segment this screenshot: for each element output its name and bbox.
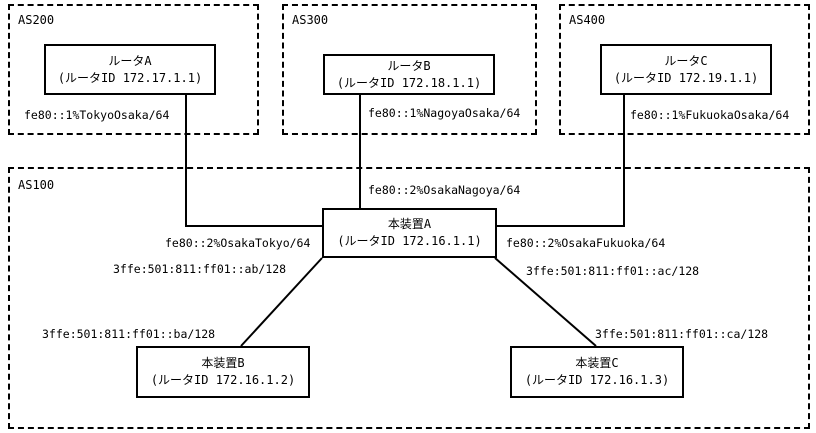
device-a-to-b-address: 3ffe:501:811:ff01::ab/128: [113, 262, 287, 276]
device-c-to-a-address: 3ffe:501:811:ff01::ca/128: [595, 327, 769, 341]
device-b-box: 本装置B (ルータID 172.16.1.2): [136, 346, 310, 398]
as200-label: AS200: [18, 13, 55, 27]
device-c-name: 本装置C: [575, 356, 619, 370]
as300-label: AS300: [292, 13, 329, 27]
as100-label: AS100: [18, 178, 55, 192]
device-a-nagoya-address: fe80::2%OsakaNagoya/64: [368, 183, 521, 197]
device-a-box: 本装置A (ルータID 172.16.1.1): [322, 208, 497, 258]
router-a-link-address: fe80::1%TokyoOsaka/64: [24, 108, 170, 122]
device-c-box: 本装置C (ルータID 172.16.1.3): [510, 346, 684, 398]
device-b-to-a-address: 3ffe:501:811:ff01::ba/128: [42, 327, 216, 341]
as400-label: AS400: [569, 13, 606, 27]
as400-area: [559, 4, 810, 135]
device-b-name: 本装置B: [201, 356, 245, 370]
router-a-id: (ルータID 172.17.1.1): [57, 70, 203, 85]
device-a-name: 本装置A: [387, 217, 432, 231]
device-a-id: (ルータID 172.16.1.1): [337, 234, 482, 248]
device-b-id: (ルータID 172.16.1.2): [150, 373, 296, 387]
device-c-id: (ルータID 172.16.1.3): [524, 373, 670, 387]
router-c-name: ルータC: [664, 53, 708, 68]
as300-area: [282, 4, 537, 135]
link-router-c-device-a: [497, 95, 625, 227]
router-b-link-address: fe80::1%NagoyaOsaka/64: [368, 106, 521, 120]
link-device-a-device-b: [240, 257, 323, 347]
as100-area: [8, 167, 810, 429]
router-c-id: (ルータID 172.19.1.1): [613, 70, 759, 85]
device-a-fukuoka-address: fe80::2%OsakaFukuoka/64: [506, 236, 666, 250]
router-b-name: ルータB: [387, 58, 431, 73]
router-c-box: ルータC (ルータID 172.19.1.1): [600, 44, 772, 95]
router-a-name: ルータA: [108, 53, 152, 68]
link-device-a-device-c: [494, 257, 597, 347]
router-c-link-address: fe80::1%FukuokaOsaka/64: [630, 108, 790, 122]
device-a-tokyo-address: fe80::2%OsakaTokyo/64: [165, 236, 311, 250]
device-a-to-c-address: 3ffe:501:811:ff01::ac/128: [526, 264, 700, 278]
router-b-box: ルータB (ルータID 172.18.1.1): [323, 54, 495, 95]
as200-area: [8, 4, 259, 135]
router-a-box: ルータA (ルータID 172.17.1.1): [44, 44, 216, 95]
link-router-a-device-a: [185, 95, 322, 227]
router-b-id: (ルータID 172.18.1.1): [336, 75, 482, 90]
